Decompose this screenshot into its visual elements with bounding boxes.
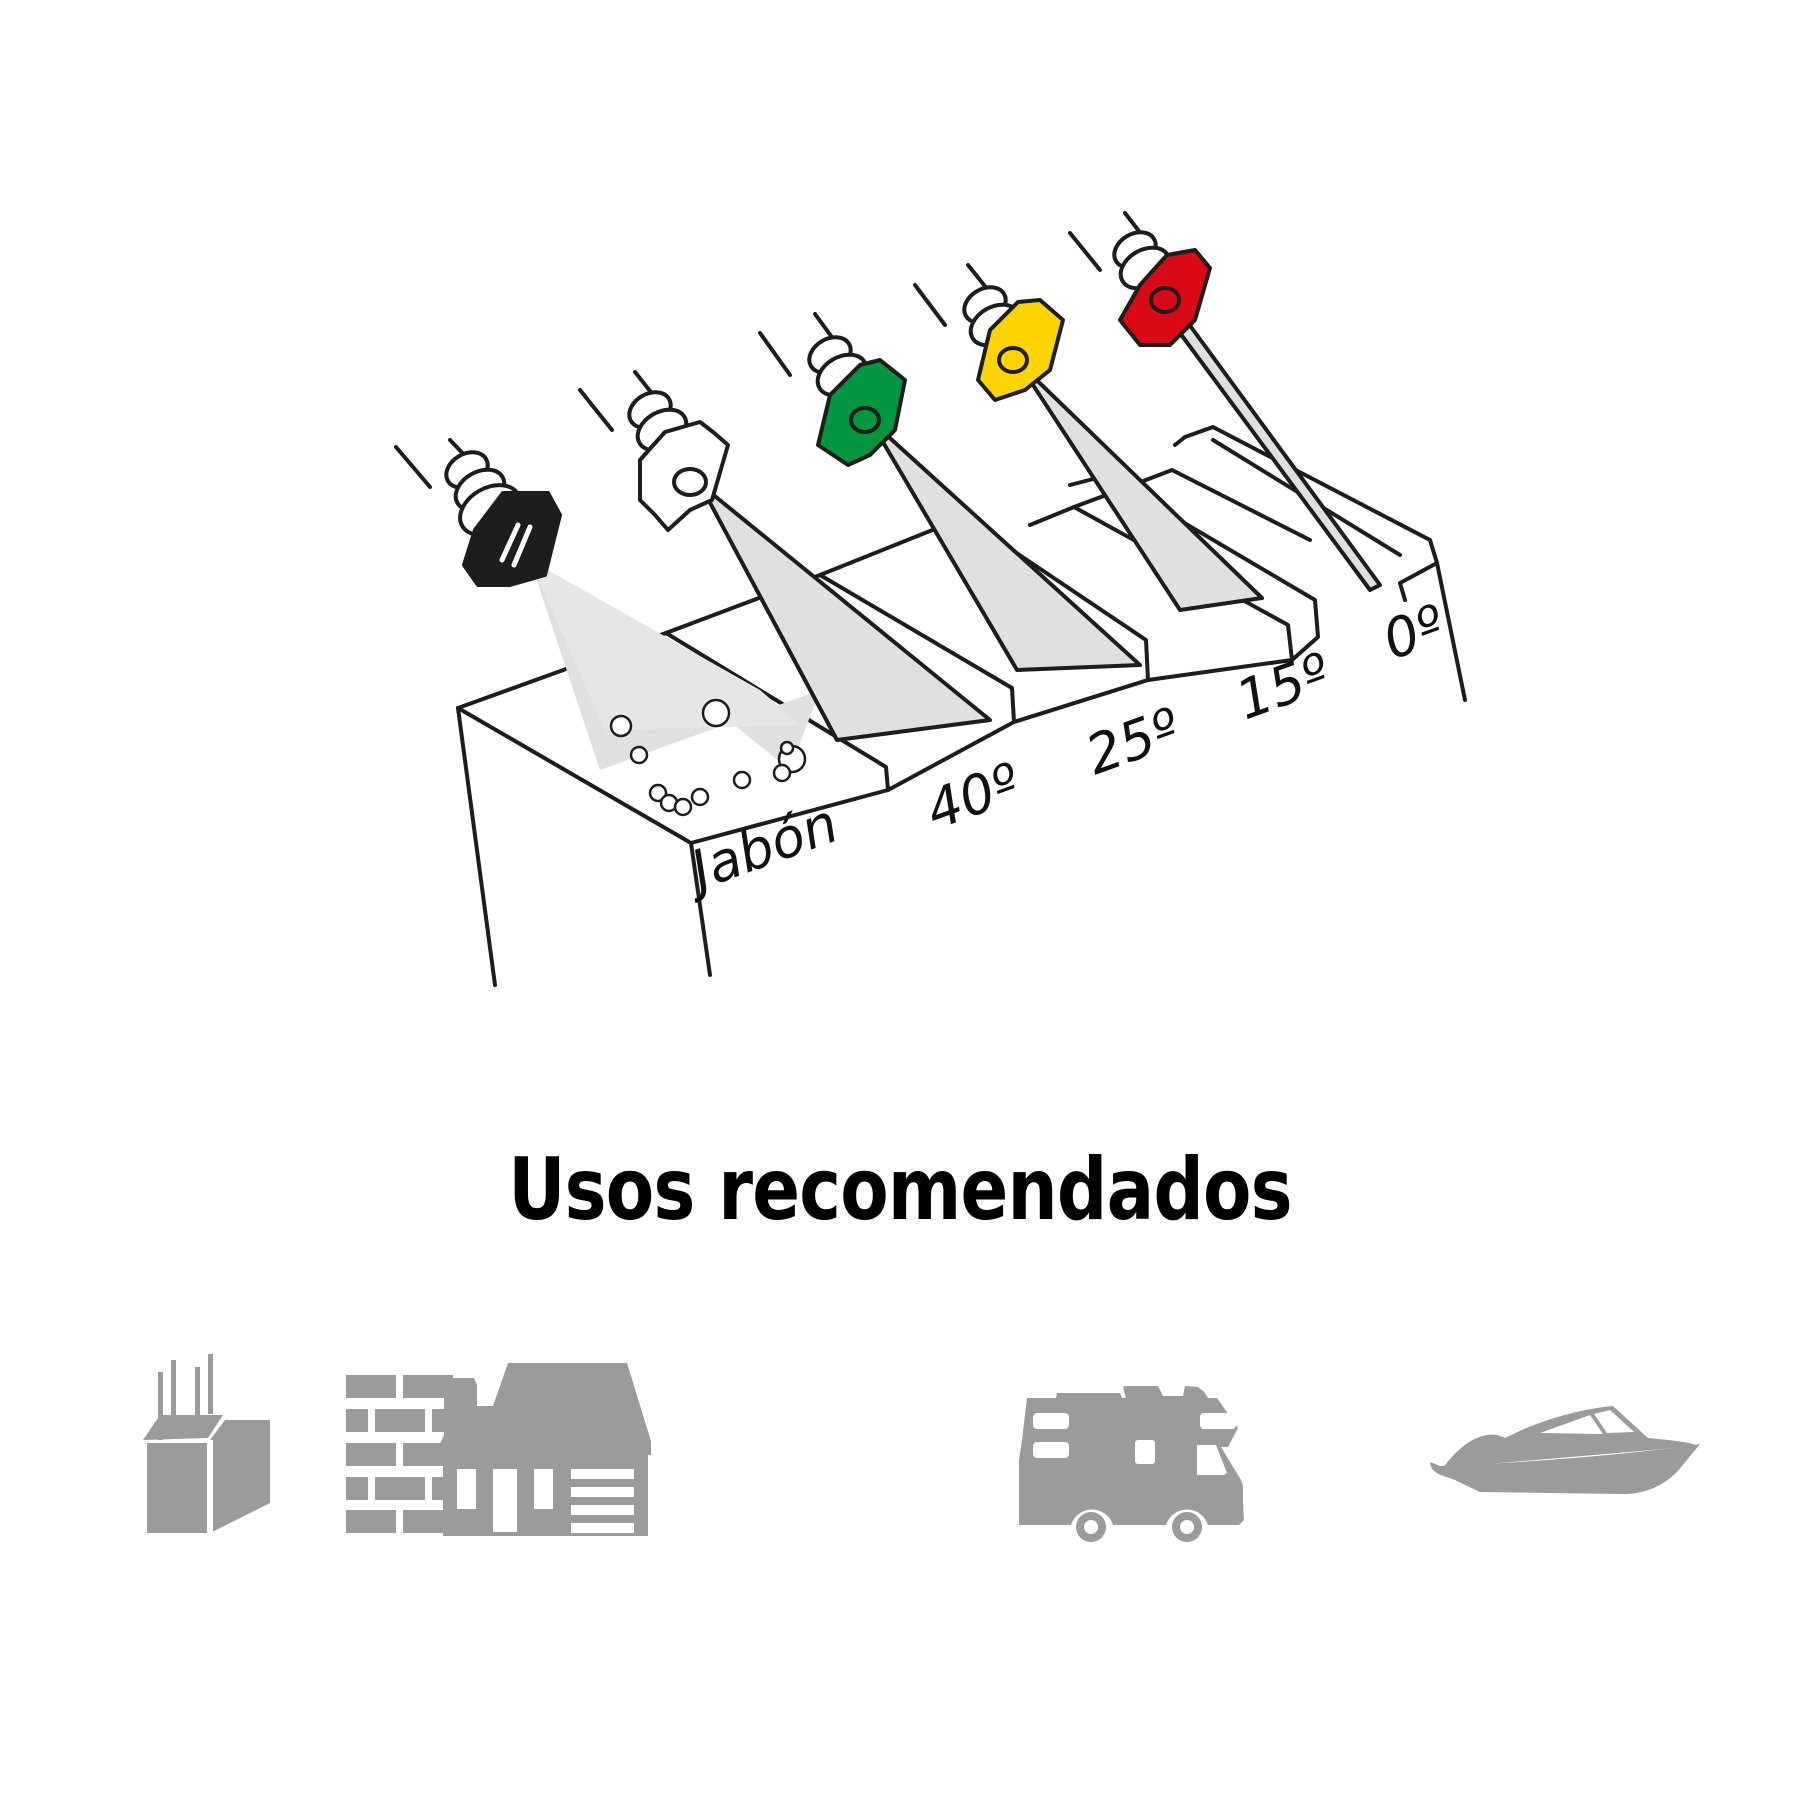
label-15deg: 15º <box>1228 641 1338 732</box>
nozzle-25deg-green <box>758 312 907 467</box>
nozzle-soap-black <box>394 438 562 587</box>
label-0deg: 0º <box>1375 593 1453 673</box>
spray-soap <box>530 560 820 817</box>
concrete-block-with-rebar-icon <box>143 1354 270 1535</box>
spray-25deg <box>868 418 1142 672</box>
spray-15deg <box>1016 360 1264 612</box>
nozzle-0deg-red <box>1068 211 1212 347</box>
nozzle-15deg-yellow <box>913 263 1065 402</box>
section-title: Usos recomendados <box>508 1140 1292 1240</box>
recommended-uses-icons <box>143 1354 1700 1542</box>
motorhome-icon <box>1019 1386 1244 1542</box>
label-25deg: 25º <box>1078 696 1188 787</box>
spray-40deg <box>698 482 992 742</box>
nozzle-40deg-white <box>578 370 730 532</box>
brick-wall-icon <box>346 1375 453 1533</box>
boat-icon <box>1430 1406 1700 1495</box>
house-icon <box>439 1363 651 1536</box>
nozzle-spray-diagram: Jabón 40º 25º 15º 0º <box>394 211 1467 987</box>
